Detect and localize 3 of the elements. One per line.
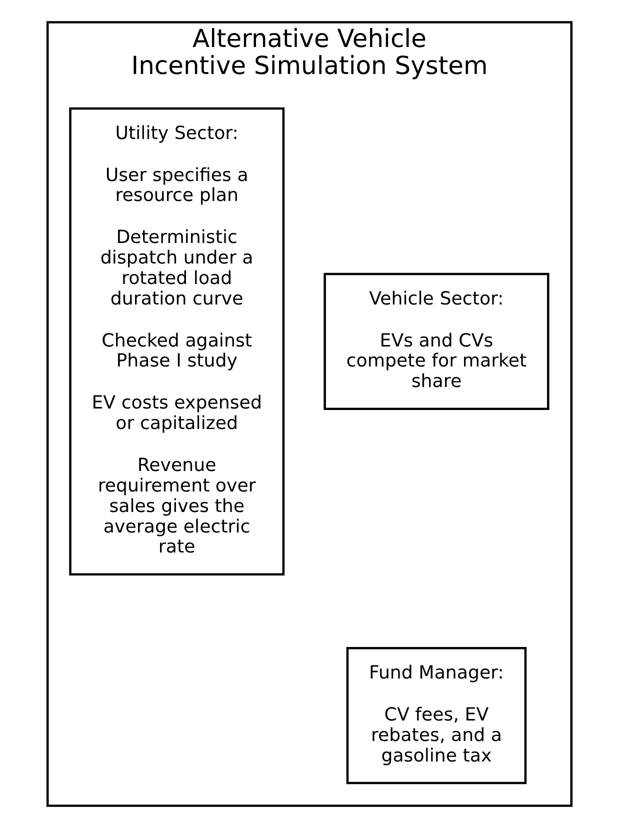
node-box: Vehicle Sector: EVs and CVs compete for market share bbox=[324, 272, 550, 410]
node-box: Utility Sector: User specifies a resource plan Deterministic dispatch under a rotated load duration curve Checked against Phase I study EV costs expensed or capitalized Revenue requirement over sales gives the average electric rate bbox=[69, 107, 285, 576]
node-box: Fund Manager: CV fees, EV rebates, and a gasoline tax bbox=[346, 646, 527, 784]
